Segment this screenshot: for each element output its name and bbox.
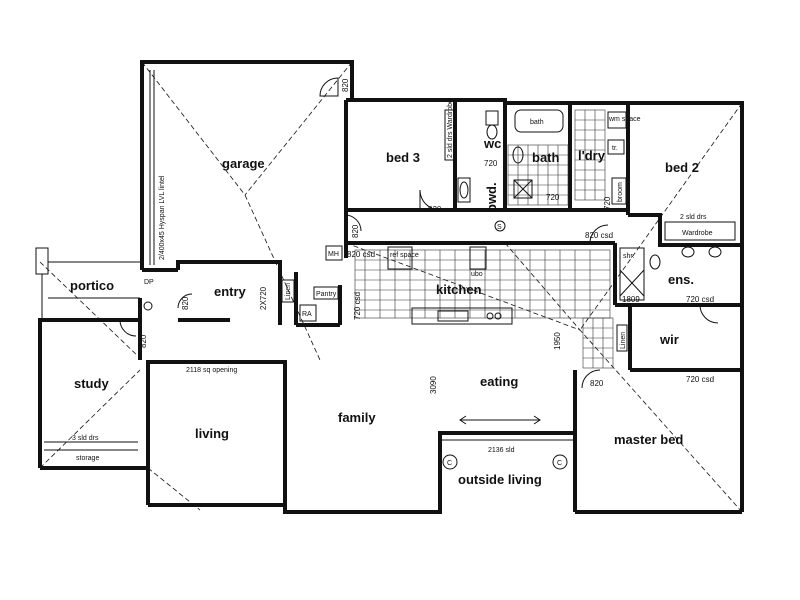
dp-label: DP <box>144 279 154 286</box>
tiled-floor <box>354 109 614 369</box>
portico-outline <box>35 247 142 320</box>
garage-lintel-note: 2/400x45 Hyspan LVL lintel <box>159 175 166 260</box>
room-portico: portico <box>70 278 114 293</box>
room-study: study <box>74 376 109 391</box>
dim-wc-door: 720 <box>484 159 498 168</box>
dim-ldry-door: 720 <box>603 196 612 210</box>
room-kitchen: kitchen <box>436 282 482 297</box>
room-garage: garage <box>222 156 265 171</box>
sq-opening-label: 2118 sq opening <box>186 367 237 374</box>
ra-label: RA <box>302 311 312 318</box>
dim-family-opening: 3090 <box>429 376 438 394</box>
room-bath: bath <box>532 150 560 165</box>
dim-ens-door: 720 csd <box>686 295 714 304</box>
dim-kitchen-csd2: 720 csd <box>353 292 362 320</box>
pantry-label: Pantry <box>316 291 337 298</box>
dim-kitchen-csd: 820 csd <box>347 250 375 259</box>
fixtures: 2/400x45 Hyspan LVL lintel 2 sld drs War… <box>44 70 736 470</box>
room-entry: entry <box>214 284 247 299</box>
bed2-wardrobe-drs: 2 sld drs <box>680 214 707 221</box>
outside-opening-label: 2136 sld <box>488 447 515 454</box>
dim-bed3-door: 820 <box>428 205 442 214</box>
dim-eating: 1950 <box>553 332 562 350</box>
bath-tub-label: bath <box>530 119 544 126</box>
broom-label: broom <box>617 182 624 202</box>
dim-linen-door: 2X720 <box>259 286 268 310</box>
room-wc: wc <box>483 136 501 151</box>
wm-space-label: wm space <box>608 116 641 123</box>
ubo-label: ubo <box>471 271 483 278</box>
room-living: living <box>195 426 229 441</box>
ref-space-label: ref space <box>390 252 419 259</box>
dim-garage-door: 820 <box>341 78 350 92</box>
dim-bed3-door2: 820 <box>351 224 360 238</box>
dim-bed2-door: 820 csd <box>585 231 613 240</box>
room-family: family <box>338 410 376 425</box>
dimension-labels: 820 820 820 720 720 720 820 csd 820 csd … <box>139 78 714 394</box>
dim-ens-shr: 1809 <box>622 295 640 304</box>
mh-label: MH <box>328 251 339 258</box>
stacker-left-label: C <box>447 460 452 467</box>
interior-walls <box>138 100 742 505</box>
dim-bath-door: 720 <box>546 193 560 202</box>
dim-study-door: 820 <box>139 334 148 348</box>
study-storage-label: storage <box>76 455 99 462</box>
room-wir: wir <box>659 332 679 347</box>
room-ens: ens. <box>668 272 694 287</box>
dim-master-door: 820 <box>590 379 604 388</box>
doors <box>119 77 719 389</box>
room-outside-living: outside living <box>458 472 542 487</box>
smoke-detector-label: S <box>497 224 502 231</box>
room-bed2: bed 2 <box>665 160 699 175</box>
room-master-bed: master bed <box>614 432 683 447</box>
room-pwd: pwd. <box>484 182 499 212</box>
bed2-wardrobe-label: Wardrobe <box>682 230 713 237</box>
room-labels: garage bed 3 wc bath l'dry bed 2 portico… <box>70 136 699 487</box>
room-ldry: l'dry <box>578 148 606 163</box>
dim-wir-door: 720 csd <box>686 375 714 384</box>
study-storage-drs: 3 sld drs <box>72 435 99 442</box>
stacker-right-label: C <box>557 460 562 467</box>
bed3-wardrobe-label: 2 sld drs Wardrobe <box>447 99 454 158</box>
linen-entry-label: Linen <box>285 283 292 300</box>
trough-label: tr. <box>612 145 618 152</box>
room-bed3: bed 3 <box>386 150 420 165</box>
roof-lines <box>39 61 743 513</box>
dim-entry-door: 820 <box>181 296 190 310</box>
shower-label: shr. <box>623 253 634 260</box>
room-eating: eating <box>480 374 518 389</box>
linen-wir-label: Linen <box>620 332 627 349</box>
